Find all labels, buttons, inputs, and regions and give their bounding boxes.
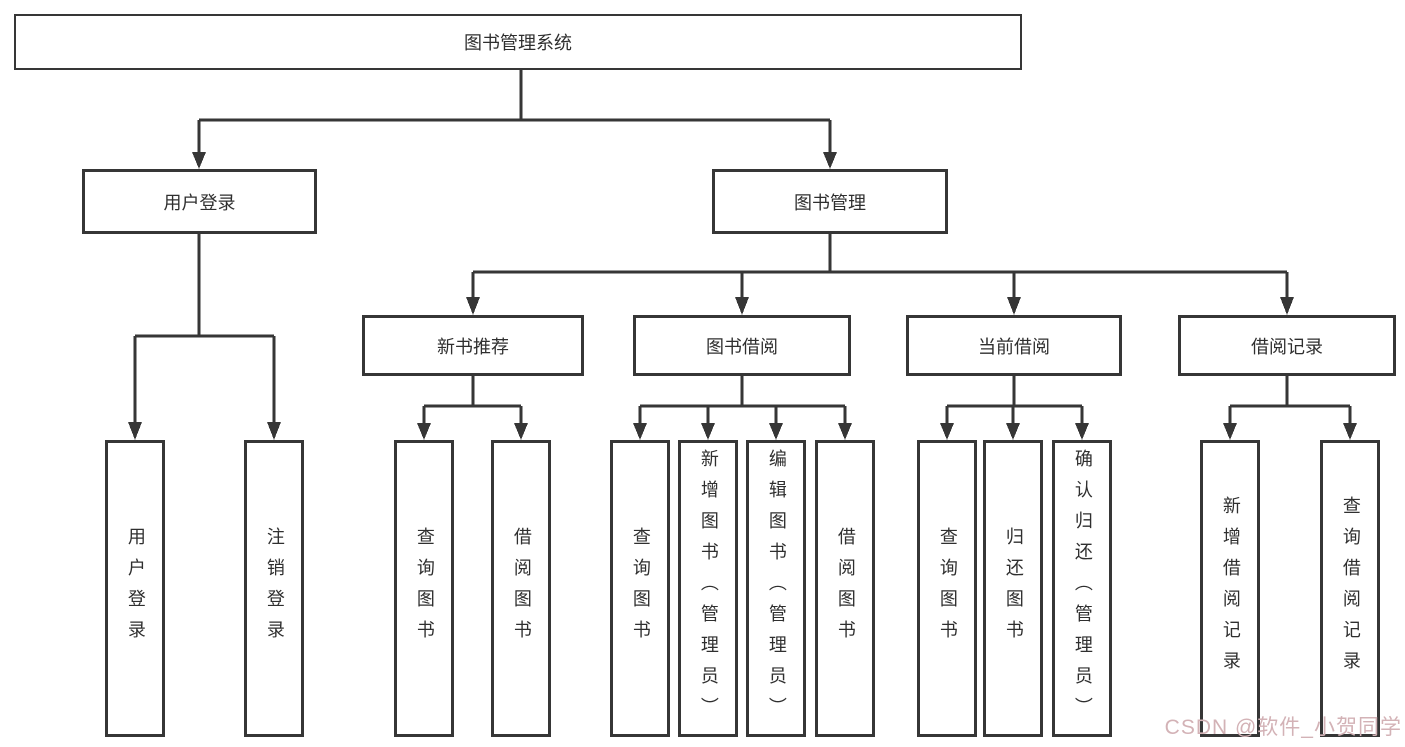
node-label: 查询图书 [630, 526, 651, 651]
node-borrow-records: 借阅记录 [1178, 315, 1396, 376]
leaf-add-books-admin: 新增图书（管理员） [678, 440, 738, 737]
node-label: 图书管理系统 [464, 33, 572, 53]
leaf-return-books: 归还图书 [983, 440, 1043, 737]
node-book-management: 图书管理 [712, 169, 948, 234]
leaf-query-borrow-record: 查询借阅记录 [1320, 440, 1380, 737]
node-label: 新书推荐 [437, 336, 509, 357]
leaf-query-books-borrowing: 查询图书 [610, 440, 670, 737]
leaf-logout: 注销登录 [244, 440, 304, 737]
leaf-confirm-return-admin: 确认归还（管理员） [1052, 440, 1112, 737]
node-label: 借阅记录 [1251, 336, 1323, 357]
node-label: 归还图书 [1003, 526, 1024, 651]
arrowhead-down-icons [128, 152, 1357, 440]
node-label: 注销登录 [264, 526, 285, 651]
node-label: 借阅图书 [511, 526, 532, 651]
leaf-user-login: 用户登录 [105, 440, 165, 737]
node-label: 确认归还（管理员） [1072, 449, 1093, 728]
leaf-add-borrow-record: 新增借阅记录 [1200, 440, 1260, 737]
node-new-book-recommend: 新书推荐 [362, 315, 584, 376]
node-label: 编辑图书（管理员） [766, 449, 787, 728]
node-user-login: 用户登录 [82, 169, 317, 234]
node-label: 图书借阅 [706, 336, 778, 357]
node-label: 查询图书 [414, 526, 435, 651]
node-label: 用户登录 [163, 192, 236, 213]
node-root-system: 图书管理系统 [14, 14, 1022, 70]
node-label: 新增图书（管理员） [698, 449, 719, 728]
leaf-borrow-books: 借阅图书 [815, 440, 875, 737]
leaf-borrow-books-recommend: 借阅图书 [491, 440, 551, 737]
node-label: 查询借阅记录 [1340, 495, 1361, 682]
node-current-borrowing: 当前借阅 [906, 315, 1122, 376]
leaf-query-books-recommend: 查询图书 [394, 440, 454, 737]
node-book-borrowing: 图书借阅 [633, 315, 851, 376]
csdn-watermark: CSDN @软件_小贺同学 [1164, 716, 1402, 739]
node-label: 查询图书 [937, 526, 958, 651]
node-label: 新增借阅记录 [1220, 495, 1241, 682]
node-label: 用户登录 [125, 526, 146, 651]
node-label: 借阅图书 [835, 526, 856, 651]
node-label: 当前借阅 [978, 336, 1050, 357]
leaf-edit-books-admin: 编辑图书（管理员） [746, 440, 806, 737]
leaf-query-books-current: 查询图书 [917, 440, 977, 737]
node-label: 图书管理 [794, 192, 866, 213]
